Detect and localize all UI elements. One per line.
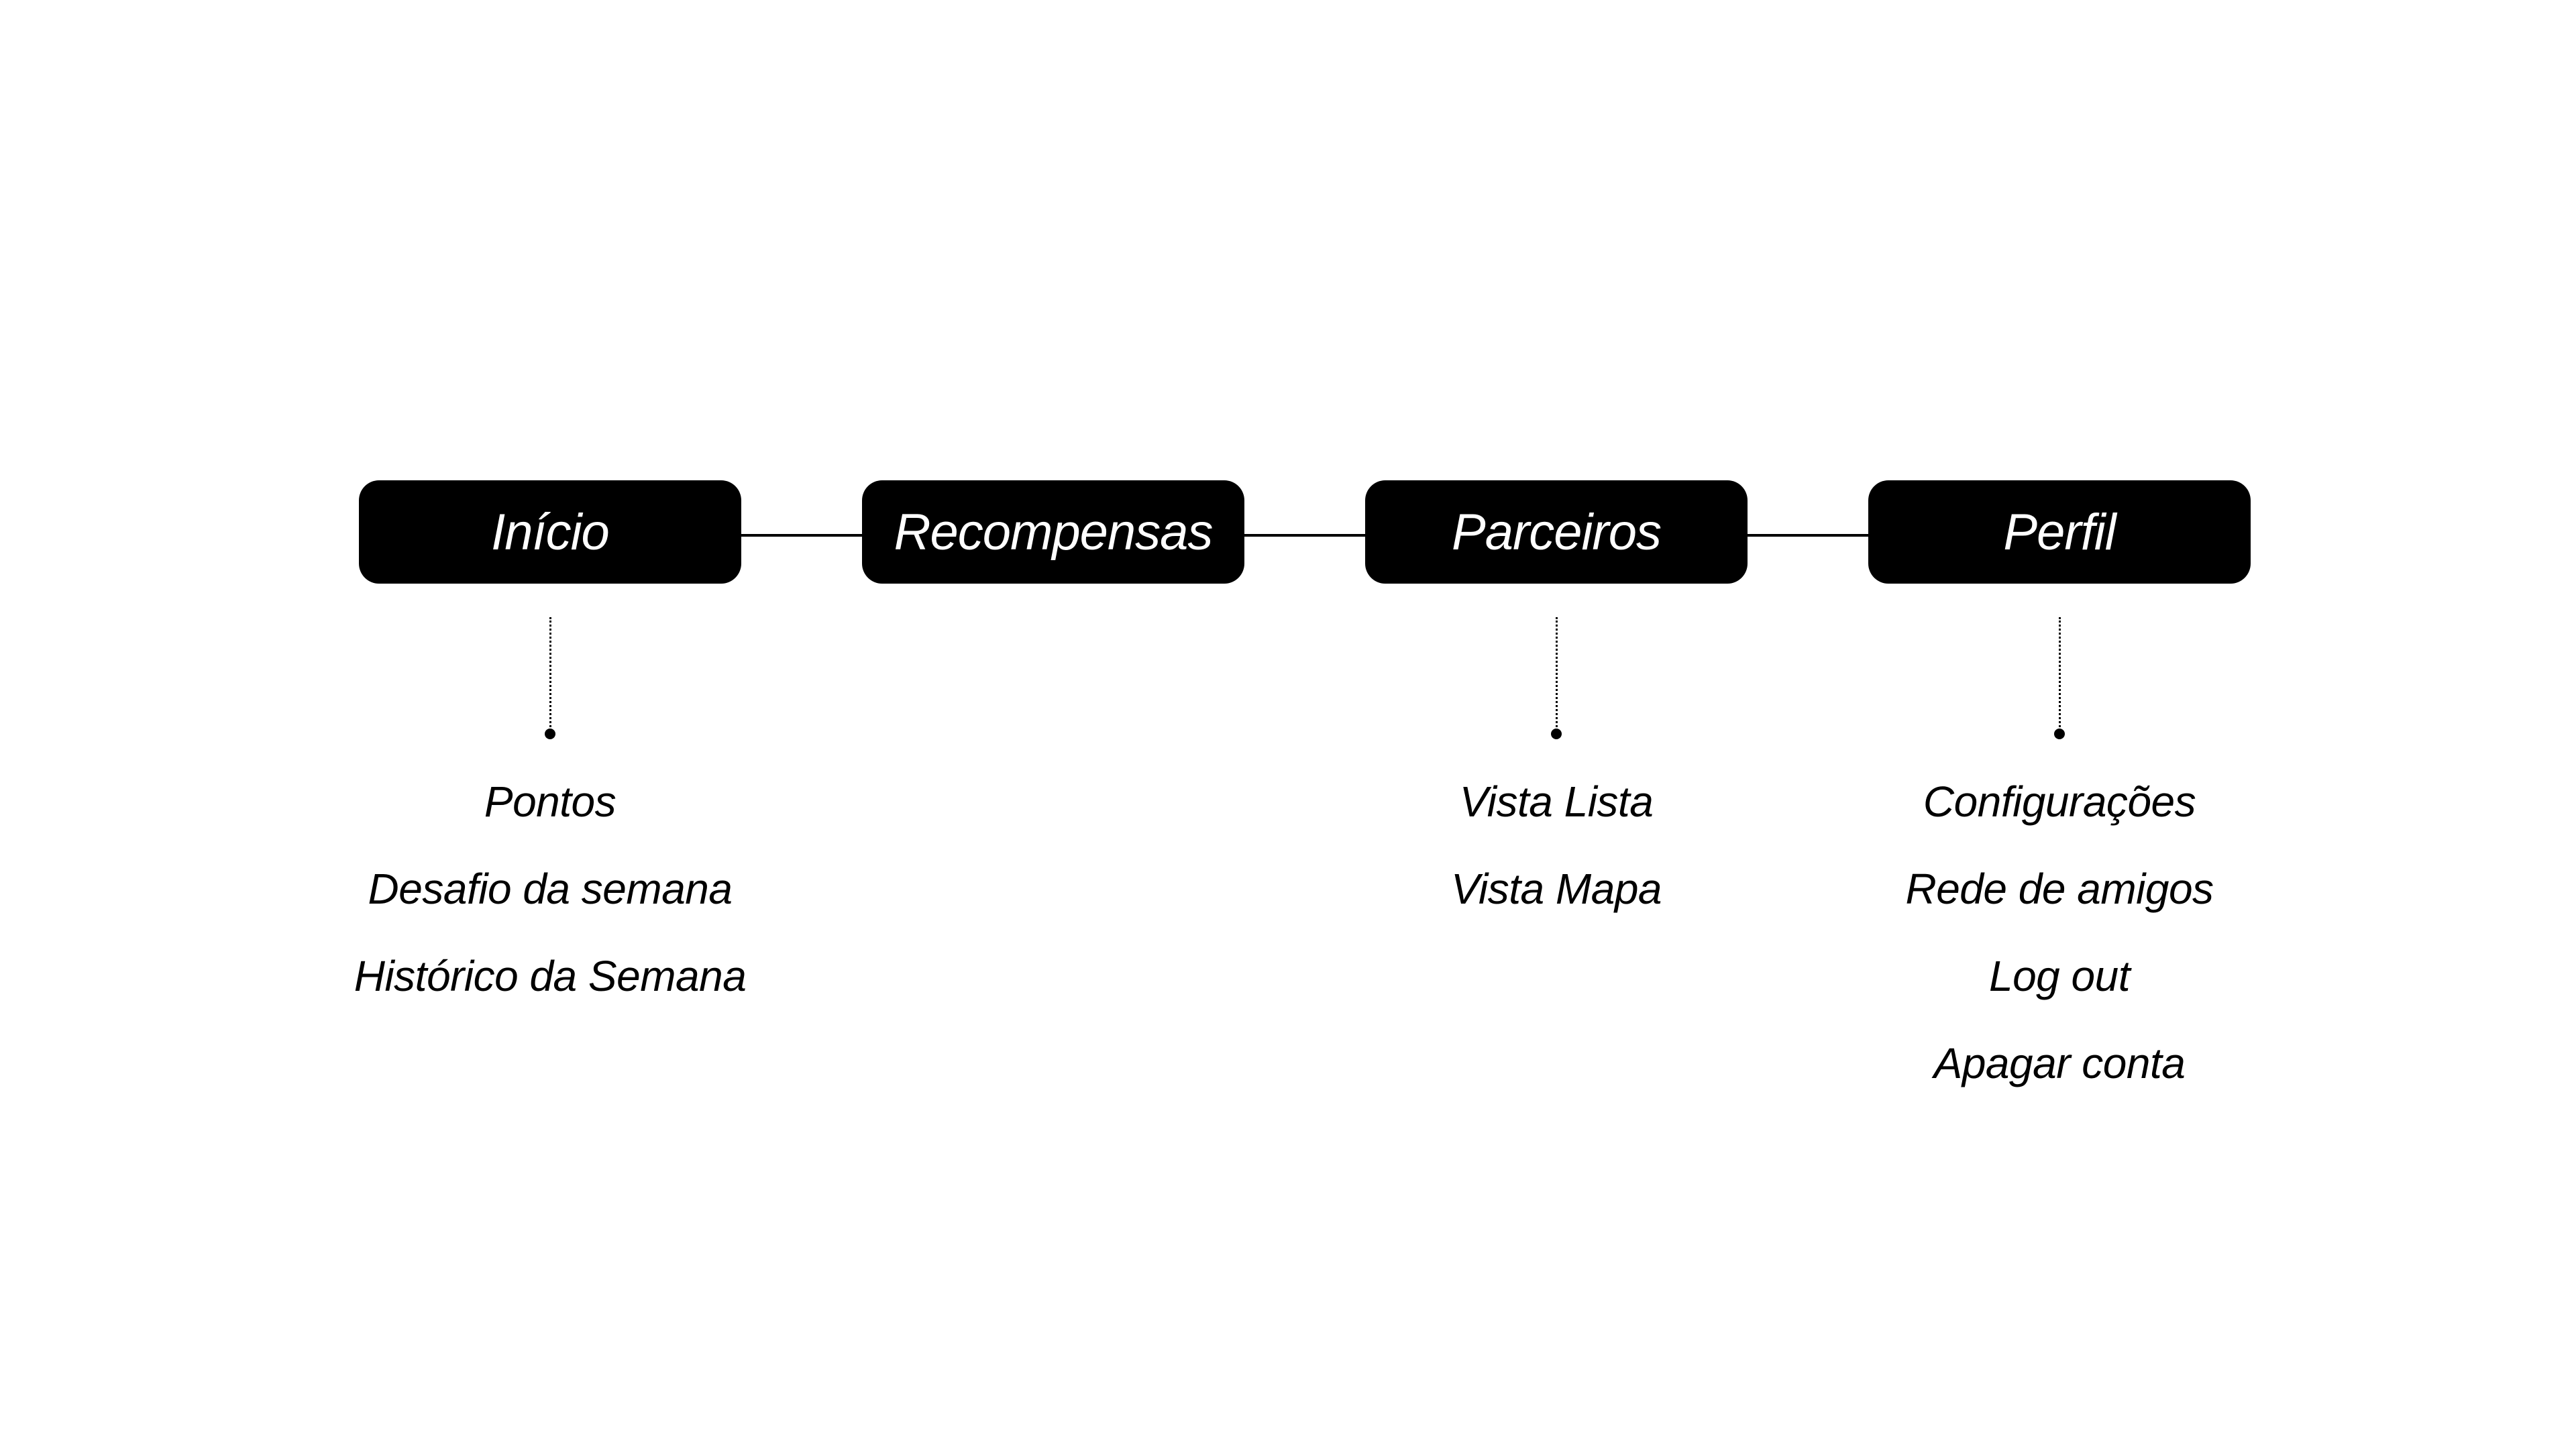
connector-inicio-recompensas: [741, 534, 862, 537]
connector-parceiros-perfil: [1748, 534, 1868, 537]
branch-perfil: Configurações Rede de amigos Log out Apa…: [1791, 617, 2328, 1107]
child-item: Vista Mapa: [1451, 865, 1662, 913]
dotted-connector: [2058, 617, 2061, 731]
node-label: Perfil: [2003, 503, 2116, 561]
child-list: Pontos Desafio da semana Histórico da Se…: [354, 758, 747, 1020]
node-recompensas: Recompensas: [862, 480, 1244, 584]
node-perfil: Perfil: [1868, 480, 2251, 584]
node-label: Parceiros: [1452, 503, 1662, 561]
node-label: Recompensas: [894, 503, 1214, 561]
branch-dot: [1551, 729, 1562, 739]
dotted-connector: [1555, 617, 1558, 731]
child-item: Pontos: [484, 777, 616, 826]
child-item: Apagar conta: [1933, 1039, 2186, 1087]
child-item: Log out: [1988, 952, 2131, 1000]
dotted-connector: [549, 617, 551, 731]
branch-inicio: Pontos Desafio da semana Histórico da Se…: [282, 617, 818, 1020]
branch-dot: [545, 729, 555, 739]
connector-recompensas-parceiros: [1244, 534, 1365, 537]
child-item: Desafio da semana: [368, 865, 733, 913]
child-item: Rede de amigos: [1905, 865, 2214, 913]
branch-parceiros: Vista Lista Vista Mapa: [1288, 617, 1825, 932]
node-label: Início: [491, 503, 610, 561]
child-item: Histórico da Semana: [354, 952, 747, 1000]
child-list: Vista Lista Vista Mapa: [1451, 758, 1662, 932]
node-parceiros: Parceiros: [1365, 480, 1748, 584]
child-list: Configurações Rede de amigos Log out Apa…: [1905, 758, 2214, 1107]
child-item: Configurações: [1923, 777, 2196, 826]
branch-dot: [2054, 729, 2065, 739]
child-item: Vista Lista: [1459, 777, 1654, 826]
node-inicio: Início: [359, 480, 741, 584]
